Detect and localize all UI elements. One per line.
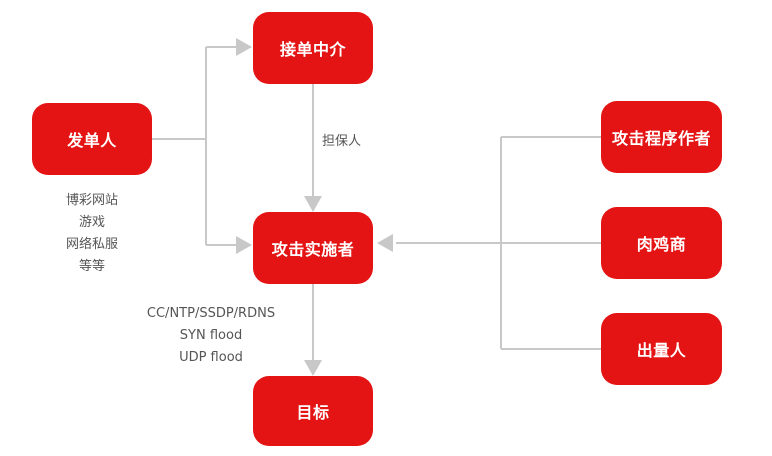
node-botnet-seller: 肉鸡商	[601, 207, 722, 279]
node-target: 目标	[253, 376, 373, 446]
attack-types-list: CC/NTP/SSDP/RDNS SYN flood UDP flood	[132, 303, 290, 369]
arrowhead-to-broker	[236, 38, 252, 56]
attack-type-item: UDP flood	[179, 350, 243, 365]
arrowhead-to-attacker-top	[304, 196, 322, 212]
arrowhead-to-attacker-left	[236, 236, 252, 254]
arrowhead-to-target	[304, 360, 322, 376]
node-attacker: 攻击实施者	[253, 212, 373, 284]
node-programmer: 攻击程序作者	[601, 101, 722, 173]
node-sender: 发单人	[32, 103, 152, 175]
attack-type-item: CC/NTP/SSDP/RDNS	[146, 306, 276, 321]
node-broker: 接单中介	[253, 12, 373, 84]
sender-type-item: 博彩网站	[65, 193, 118, 208]
arrowhead-to-attacker-right	[377, 234, 393, 252]
sender-type-item: 网络私服	[65, 237, 118, 252]
node-traffic-seller: 出量人	[601, 313, 722, 385]
sender-types-list: 博彩网站 游戏 网络私服 等等	[42, 190, 142, 278]
label-guarantor: 担保人	[322, 134, 362, 149]
attack-type-item: SYN flood	[179, 328, 243, 343]
sender-type-item: 等等	[78, 259, 105, 274]
sender-type-item: 游戏	[78, 215, 105, 230]
